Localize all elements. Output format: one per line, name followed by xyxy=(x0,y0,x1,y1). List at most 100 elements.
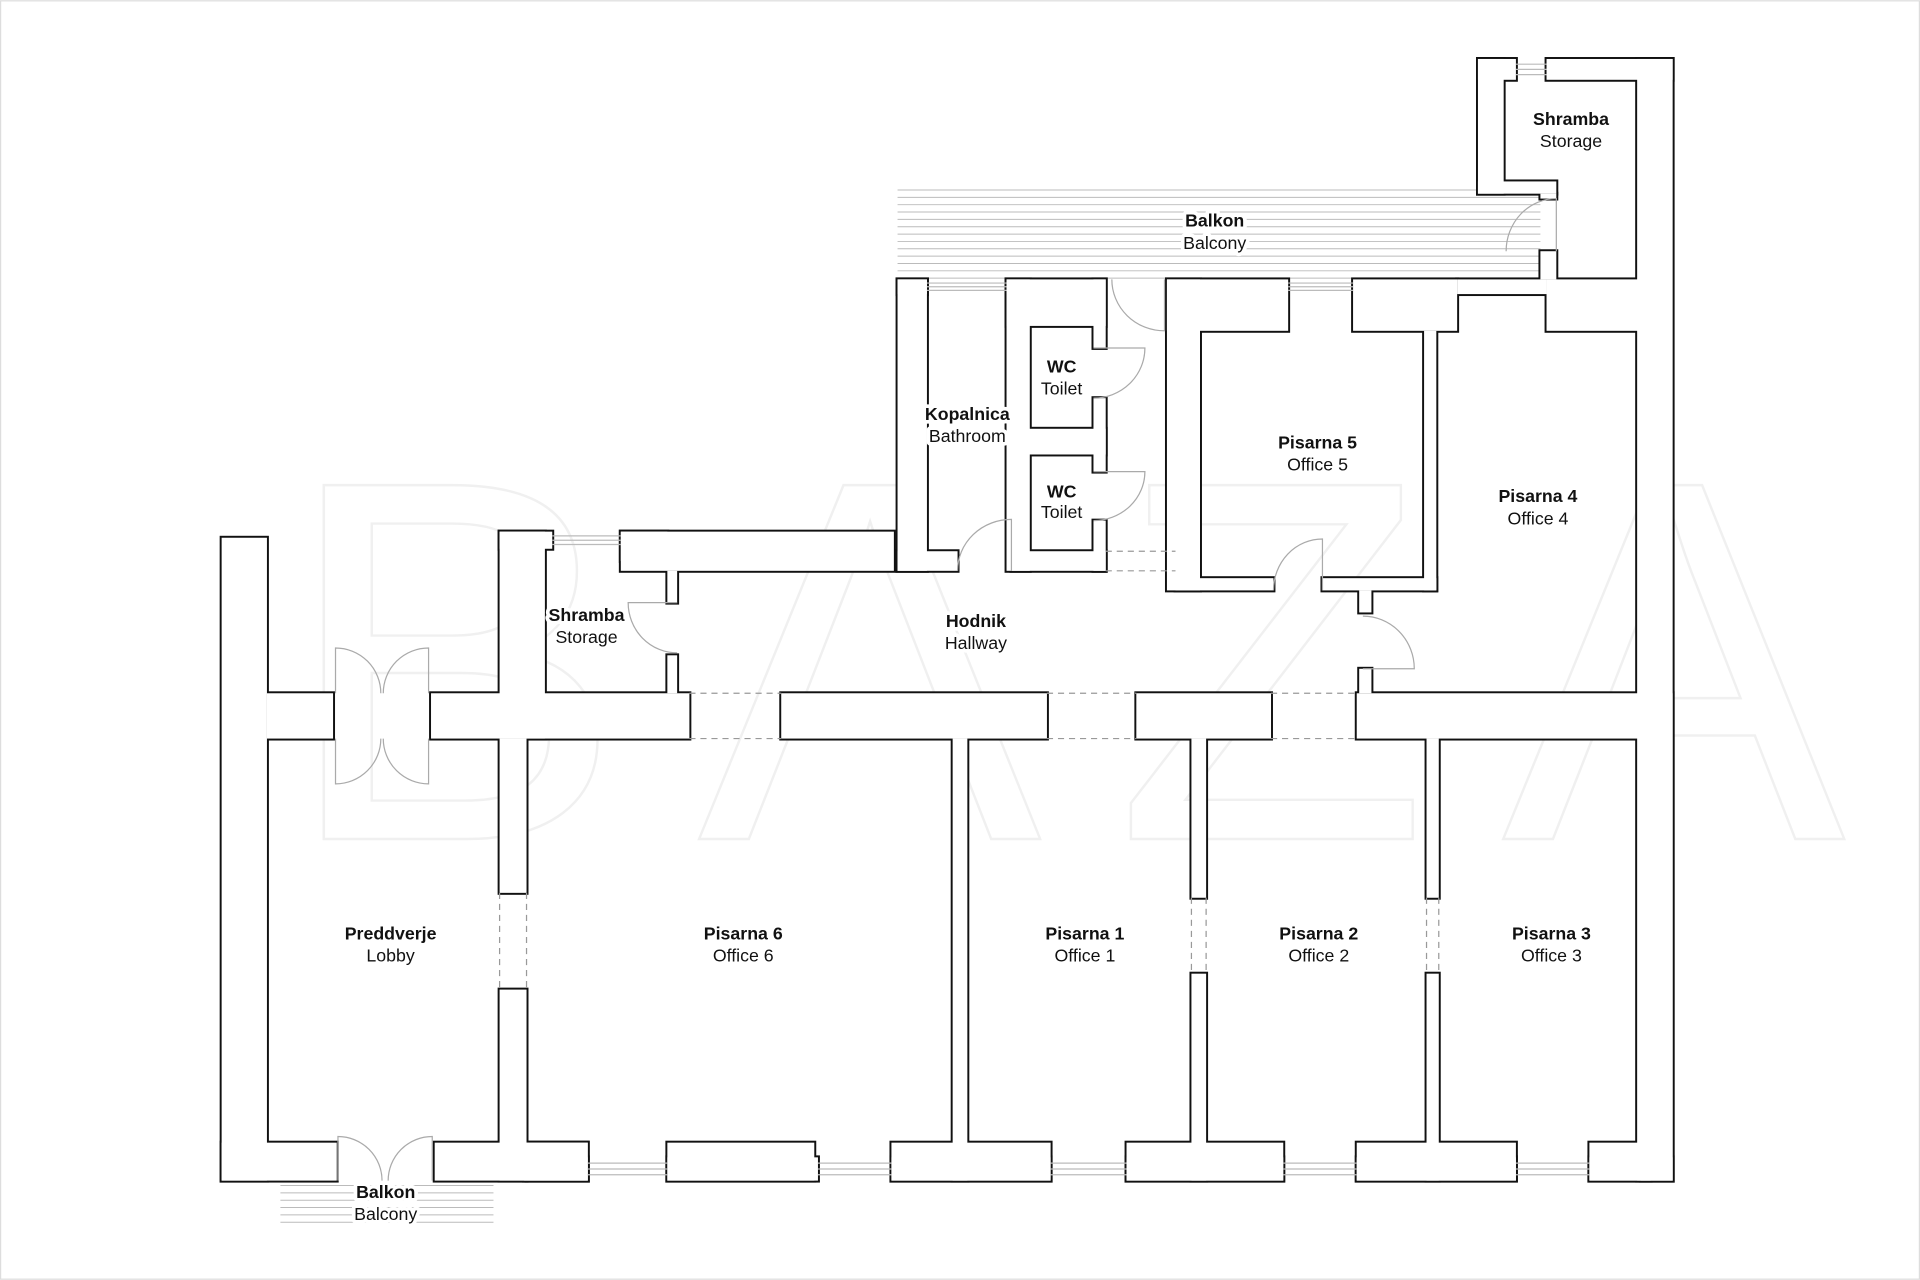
room-name-en: Balcony xyxy=(1183,233,1246,253)
wall-fill xyxy=(1356,693,1641,739)
room-name-en: Storage xyxy=(555,627,617,647)
wall-fill xyxy=(1175,578,1274,591)
wall-fill xyxy=(1424,330,1437,591)
room-name-en: Bathroom xyxy=(929,426,1006,446)
wall-fill xyxy=(667,655,678,694)
wall-fill xyxy=(1477,58,1504,194)
room-name: WC xyxy=(1047,481,1077,501)
balcony-door-left[interactable] xyxy=(337,1135,383,1181)
wall-fill xyxy=(1006,279,1106,326)
room-name: Pisarna 3 xyxy=(1512,923,1591,943)
wall-fill xyxy=(667,1142,815,1181)
bathroom-door[interactable] xyxy=(956,518,1013,571)
room-name: Kopalnica xyxy=(925,404,1010,424)
wall-fill xyxy=(897,279,927,295)
storage-top-door[interactable] xyxy=(1505,197,1557,252)
windows xyxy=(552,63,1590,1176)
room-name: Balkon xyxy=(356,1182,415,1202)
balcony-access-door[interactable] xyxy=(1111,279,1166,332)
room-name: Hodnik xyxy=(946,611,1006,631)
room-name-en: Office 5 xyxy=(1287,454,1348,474)
wall-fill xyxy=(221,1142,337,1181)
room-name: Shramba xyxy=(1533,109,1609,129)
wall-fill xyxy=(1166,279,1200,591)
wall-fill xyxy=(620,531,668,562)
wall-fill xyxy=(1477,181,1557,194)
room-name-en: Office 3 xyxy=(1521,945,1582,965)
wall-fill xyxy=(1359,668,1372,694)
office-4-door[interactable] xyxy=(1362,615,1415,670)
wall-fill xyxy=(891,1142,1051,1181)
wall-fill xyxy=(1191,738,1207,898)
wall-fill xyxy=(499,989,527,1181)
room-name: Pisarna 5 xyxy=(1278,432,1357,452)
wall-fill xyxy=(499,531,545,739)
wall-fill xyxy=(781,693,1047,739)
wall-fill xyxy=(1477,58,1516,80)
room-name-en: Balcony xyxy=(354,1204,417,1224)
wall-fill xyxy=(266,693,334,739)
room-name-en: Office 2 xyxy=(1288,945,1349,965)
lobby-door-bottom-right[interactable] xyxy=(382,738,430,785)
room-name-en: Office 6 xyxy=(713,945,774,965)
room-name: Preddverje xyxy=(345,923,437,943)
room-name-en: Storage xyxy=(1540,131,1602,151)
openings xyxy=(498,550,1440,990)
wc-door-1[interactable] xyxy=(1093,347,1146,399)
room-name: Balkon xyxy=(1185,211,1244,231)
wall-fill xyxy=(1322,578,1437,591)
wall-fill xyxy=(499,531,553,549)
room-name-en: Office 1 xyxy=(1054,945,1115,965)
lobby-door-bottom-left[interactable] xyxy=(334,738,382,785)
room-name: Shramba xyxy=(549,605,625,625)
wall-fill xyxy=(1353,279,1458,331)
balcony-hatching xyxy=(280,189,1541,1223)
balcony-door-right[interactable] xyxy=(387,1135,433,1181)
wall-fill xyxy=(1093,279,1106,348)
wall-fill xyxy=(1093,520,1106,571)
room-labels: Shramba Storage Balkon Balcony WC Toilet… xyxy=(341,105,1613,1227)
lobby-door-top-right[interactable] xyxy=(382,647,430,694)
wall-fill xyxy=(897,551,958,571)
room-name-en: Toilet xyxy=(1041,378,1083,398)
wall-fill xyxy=(1589,1142,1651,1181)
wall-fill xyxy=(431,693,690,739)
room-name-en: Lobby xyxy=(366,945,414,965)
wall-fill xyxy=(1166,279,1289,331)
wall-fill xyxy=(1136,693,1272,739)
room-name-en: Hallway xyxy=(945,633,1007,653)
wc-door-2[interactable] xyxy=(1093,471,1146,522)
office-5-door[interactable] xyxy=(1272,538,1324,591)
lobby-door-top-left[interactable] xyxy=(334,647,382,694)
wall-fill xyxy=(897,279,927,571)
room-name: WC xyxy=(1047,356,1077,376)
room-name: Pisarna 2 xyxy=(1279,923,1358,943)
wall-fill xyxy=(1540,193,1557,199)
wall-fill xyxy=(1426,738,1439,898)
wall-fill xyxy=(1457,279,1547,295)
doors xyxy=(334,197,1557,1181)
room-name-en: Office 4 xyxy=(1508,508,1569,528)
wall-fill xyxy=(1006,279,1030,571)
walls-fill xyxy=(221,58,1673,1181)
wall-fill xyxy=(1359,590,1372,613)
wall-fill xyxy=(1426,973,1439,1181)
wall-fill xyxy=(667,570,678,603)
wall-fill xyxy=(1093,398,1106,472)
wall-fill xyxy=(1011,428,1106,455)
wall-fill xyxy=(499,738,527,893)
room-name-en: Toilet xyxy=(1041,502,1083,522)
wall-fill xyxy=(1540,251,1557,280)
room-name: Pisarna 4 xyxy=(1498,486,1577,506)
storage-door[interactable] xyxy=(627,602,678,654)
wall-fill xyxy=(524,1142,588,1181)
wall-fill xyxy=(1011,551,1106,571)
wall-fill xyxy=(221,537,267,1181)
wall-fill xyxy=(1191,973,1207,1181)
room-name: Pisarna 6 xyxy=(704,923,783,943)
wall-fill xyxy=(1356,1142,1516,1181)
room-name: Pisarna 1 xyxy=(1045,923,1124,943)
wall-fill xyxy=(1640,693,1673,1181)
wall-fill xyxy=(1546,279,1641,331)
